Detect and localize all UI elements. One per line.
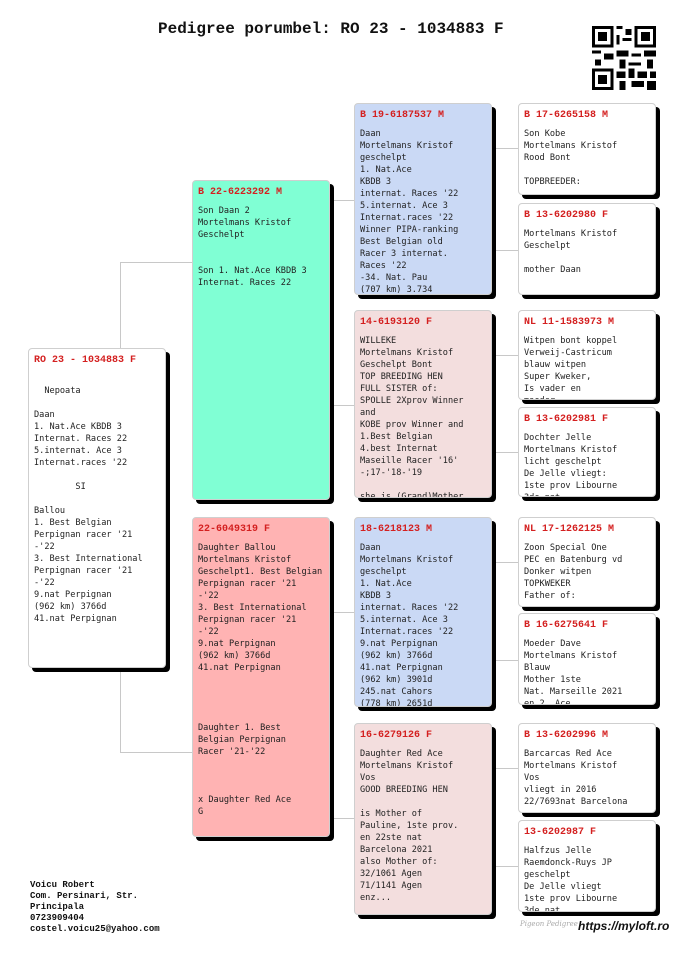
- pigeon-card-gen4[interactable]: B 13-6202980 F Mortelmans Kristof Gesche…: [518, 203, 656, 295]
- pigeon-card-sire-sire[interactable]: B 19-6187537 M Daan Mortelmans Kristof g…: [354, 103, 492, 295]
- pigeon-card-dam-sire[interactable]: 18-6218123 M Daan Mortelmans Kristof ges…: [354, 517, 492, 707]
- connector-line: [492, 660, 518, 661]
- pigeon-details: Son Daan 2 Mortelmans Kristof Geschelpt …: [198, 206, 307, 288]
- connector-line: [492, 250, 518, 251]
- pigeon-details: Daan Mortelmans Kristof geschelpt 1. Nat…: [360, 543, 459, 707]
- pigeon-details: Daughter Ballou Mortelmans Kristof Gesch…: [198, 543, 323, 817]
- connector-line: [330, 612, 354, 613]
- ring-number: B 13-6202981 F: [524, 414, 609, 425]
- pigeon-details: WILLEKE Mortelmans Kristof Geschelpt Bon…: [360, 336, 464, 498]
- pigeon-details: Halfzus Jelle Raemdonck-Ruys JP geschelp…: [524, 846, 618, 912]
- ring-number: 14-6193120 F: [360, 317, 433, 328]
- pigeon-details: Dochter Jelle Mortelmans Kristof licht g…: [524, 433, 618, 496]
- pigeon-card-gen4[interactable]: B 13-6202981 F Dochter Jelle Mortelmans …: [518, 407, 656, 497]
- pigeon-details: Barcarcas Red Ace Mortelmans Kristof Vos…: [524, 749, 628, 807]
- pigeon-card-sire[interactable]: B 22-6223292 M Son Daan 2 Mortelmans Kri…: [192, 180, 330, 500]
- ring-number: 13-6202987 F: [524, 827, 597, 838]
- connector-line: [492, 148, 518, 149]
- pigeon-details: Son Kobe Mortelmans Kristof Rood Bont TO…: [524, 129, 618, 187]
- pigeon-details: Daan Mortelmans Kristof geschelpt 1. Nat…: [360, 129, 459, 295]
- pigeon-card-gen4[interactable]: B 17-6265158 M Son Kobe Mortelmans Krist…: [518, 103, 656, 195]
- page-title: Pedigree porumbel: RO 23 - 1034883 F: [158, 20, 504, 38]
- ring-number: 22-6049319 F: [198, 524, 271, 535]
- signature: Pigeon Pedigree: [520, 920, 578, 928]
- pigeon-card-gen4[interactable]: NL 11-1583973 M Witpen bont koppel Verwe…: [518, 310, 656, 400]
- ring-number: B 22-6223292 M: [198, 187, 283, 198]
- ring-number: 18-6218123 M: [360, 524, 433, 535]
- pigeon-card-gen4[interactable]: B 13-6202996 M Barcarcas Red Ace Mortelm…: [518, 723, 656, 813]
- ring-number: RO 23 - 1034883 F: [34, 355, 137, 366]
- connector-line: [330, 818, 354, 819]
- pigeon-card-gen4[interactable]: B 16-6275641 F Moeder Dave Mortelmans Kr…: [518, 613, 656, 705]
- ring-number: B 13-6202996 M: [524, 730, 609, 741]
- pigeon-card-gen4[interactable]: 13-6202987 F Halfzus Jelle Raemdonck-Ruy…: [518, 820, 656, 912]
- connector-line: [120, 262, 192, 263]
- ring-number: 16-6279126 F: [360, 730, 433, 741]
- pigeon-card-sire-dam[interactable]: 14-6193120 F WILLEKE Mortelmans Kristof …: [354, 310, 492, 498]
- connector-line: [492, 768, 518, 769]
- ring-number: NL 17-1262125 M: [524, 524, 615, 535]
- connector-line: [492, 452, 518, 453]
- connector-line: [330, 405, 354, 406]
- pigeon-card-dam[interactable]: 22-6049319 F Daughter Ballou Mortelmans …: [192, 517, 330, 837]
- pigeon-card-dam-dam[interactable]: 16-6279126 F Daughter Red Ace Mortelmans…: [354, 723, 492, 915]
- ring-number: B 13-6202980 F: [524, 210, 609, 221]
- pigeon-card-gen4[interactable]: NL 17-1262125 M Zoon Special One PEC en …: [518, 517, 656, 607]
- pigeon-details: Witpen bont koppel Verweij-Castricum bla…: [524, 336, 618, 399]
- owner-contact: Voicu Robert Com. Persinari, Str. Princi…: [30, 880, 160, 934]
- pigeon-card-root[interactable]: RO 23 - 1034883 F Nepoata Daan 1. Nat.Ac…: [28, 348, 166, 668]
- ring-number: B 16-6275641 F: [524, 620, 609, 631]
- pigeon-details: Mortelmans Kristof Geschelpt mother Daan: [524, 229, 618, 275]
- pigeon-details: Zoon Special One PEC en Batenburg vd Don…: [524, 543, 623, 601]
- connector-line: [120, 752, 192, 753]
- connector-line: [492, 866, 518, 867]
- connector-line: [492, 562, 518, 563]
- qr-code-icon: [592, 26, 656, 90]
- connector-line: [492, 355, 518, 356]
- website-link[interactable]: https://myloft.ro: [578, 919, 670, 933]
- connector-line: [330, 200, 354, 201]
- pigeon-details: Daughter Red Ace Mortelmans Kristof Vos …: [360, 749, 459, 903]
- ring-number: NL 11-1583973 M: [524, 317, 615, 328]
- ring-number: B 19-6187537 M: [360, 110, 445, 121]
- ring-number: B 17-6265158 M: [524, 110, 609, 121]
- pigeon-details: Moeder Dave Mortelmans Kristof Blauw Mot…: [524, 639, 623, 705]
- pigeon-details: Nepoata Daan 1. Nat.Ace KBDB 3 Internat.…: [34, 386, 143, 624]
